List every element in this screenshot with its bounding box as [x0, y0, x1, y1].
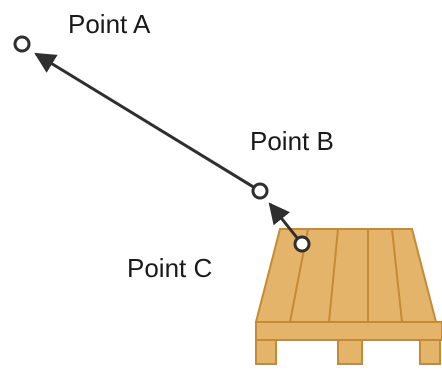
point-c-marker — [293, 235, 311, 253]
point-c-label: Point C — [127, 253, 212, 283]
pallet-block-left — [255, 339, 277, 365]
pallet-front-beam — [255, 321, 442, 341]
point-b-label: Point B — [250, 126, 334, 156]
pallet-board-line — [328, 228, 339, 323]
pallet-block-middle — [337, 339, 363, 365]
point-a-label: Point A — [68, 9, 151, 39]
point-b-marker — [251, 182, 269, 200]
pallet-top-deck — [254, 228, 438, 323]
segment-b-to-a — [34, 52, 261, 193]
wooden-pallet-icon — [254, 228, 442, 365]
pallet-board-line — [391, 228, 403, 323]
pallet-block-right — [419, 339, 441, 365]
segment-c-to-b — [268, 202, 304, 245]
point-a-marker — [13, 35, 31, 53]
